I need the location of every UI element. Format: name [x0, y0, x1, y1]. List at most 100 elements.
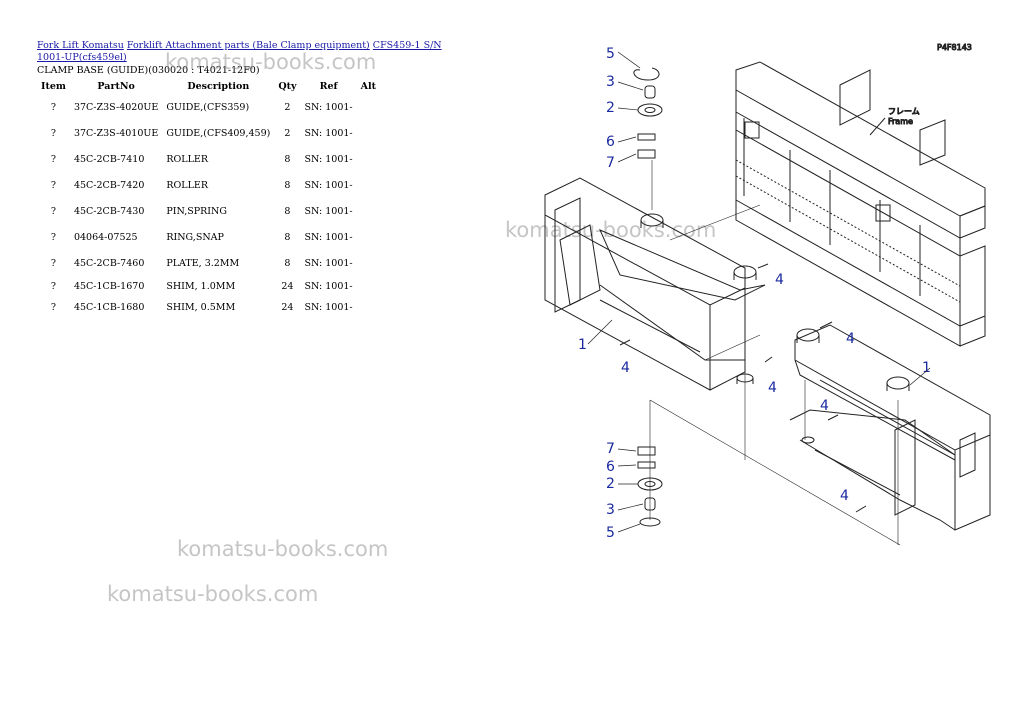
callout-6: 6: [606, 134, 615, 150]
callout-4: 4: [846, 331, 855, 347]
callout-4: 4: [621, 360, 630, 376]
cell-alt: [357, 276, 380, 297]
cell-item: ?: [50, 281, 57, 292]
cell-partno: 45C-2CB-7420: [73, 179, 145, 191]
cell-alt: [357, 297, 380, 318]
cell-description: RING,SNAP: [166, 231, 224, 243]
cell-qty: 8: [284, 257, 291, 269]
cell-description: GUIDE,(CFS359): [166, 101, 250, 113]
callout-4: 4: [775, 272, 784, 288]
cell-item: ?: [50, 179, 57, 191]
column-header-description: Description: [187, 80, 250, 92]
callout-pointers: [587, 51, 931, 533]
parts-table: Item PartNo Description Qty Ref Alt ? 37C…: [37, 78, 380, 318]
cell-qty: 8: [284, 205, 291, 217]
cell-item: ?: [50, 101, 57, 113]
column-header-alt: Alt: [360, 80, 376, 92]
callout-labels: 5 3 2 6 7 4 1 4 4 4 1 4 4 7 6 2 3 5: [578, 46, 931, 541]
table-row: ? 37C-Z3S-4020UE GUIDE,(CFS359) 2 SN: 1001-: [37, 94, 380, 120]
cell-partno: 04064-07525: [73, 231, 138, 243]
callout-7: 7: [606, 155, 615, 171]
table-row: ? 45C-1CB-1680 SHIM, 0.5MM 24 SN: 1001-: [37, 297, 380, 318]
small-parts-upper: [633, 67, 663, 159]
frame-label-en: Frame: [888, 117, 913, 126]
callout-7: 7: [606, 441, 615, 457]
cell-description: SHIM, 0.5MM: [166, 302, 236, 313]
cell-item: ?: [50, 153, 57, 165]
cell-qty: 24: [281, 302, 294, 313]
cell-description: ROLLER: [166, 179, 208, 191]
cell-partno: 45C-2CB-7430: [73, 205, 145, 217]
cell-ref: SN: 1001-: [304, 101, 353, 113]
cell-qty: 24: [281, 281, 294, 292]
cell-description: PLATE, 3.2MM: [166, 257, 240, 269]
table-row: ? 37C-Z3S-4010UE GUIDE,(CFS409,459) 2 SN: 10…: [37, 120, 380, 146]
clamp-base-lower: [789, 324, 991, 531]
frame-label-jp: フレーム: [888, 107, 920, 116]
cell-alt: [357, 250, 380, 276]
cell-partno: 37C-Z3S-4010UE: [73, 127, 159, 139]
table-row: ? 04064-07525 RING,SNAP 8 SN: 1001-: [37, 224, 380, 250]
callout-4: 4: [820, 398, 829, 414]
cell-alt: [357, 172, 380, 198]
watermark-text: komatsu-books.com: [177, 537, 389, 561]
leader-lines: [649, 160, 901, 546]
cell-ref: SN: 1001-: [304, 302, 353, 313]
cell-item: ?: [50, 127, 57, 139]
callout-1: 1: [578, 337, 587, 353]
cell-ref: SN: 1001-: [304, 231, 353, 243]
cell-qty: 2: [284, 101, 291, 113]
cell-description: SHIM, 1.0MM: [166, 281, 236, 292]
cell-qty: 8: [284, 231, 291, 243]
cell-description: GUIDE,(CFS409,459): [166, 127, 271, 139]
callout-2: 2: [606, 476, 615, 492]
callout-1: 1: [922, 360, 931, 376]
callout-5: 5: [606, 46, 615, 62]
cell-partno: 45C-1CB-1670: [73, 281, 145, 292]
table-row: ? 45C-2CB-7410 ROLLER 8 SN: 1001-: [37, 146, 380, 172]
callout-4: 4: [840, 488, 849, 504]
column-header-ref: Ref: [319, 80, 338, 92]
callout-2: 2: [606, 100, 615, 116]
breadcrumb-link-attachment-parts[interactable]: Forklift Attachment parts (Bale Clamp eq…: [126, 40, 370, 51]
breadcrumb-link-model[interactable]: CFS459-1 S/N 1001-UP(cfs459el): [37, 40, 442, 63]
cell-qty: 2: [284, 127, 291, 139]
cell-ref: SN: 1001-: [304, 127, 353, 139]
table-row: ? 45C-2CB-7460 PLATE, 3.2MM 8 SN: 1001-: [37, 250, 380, 276]
page-title: CLAMP BASE (GUIDE)(030020 : T4021-12F0): [37, 65, 260, 76]
cell-qty: 8: [284, 153, 291, 165]
cell-alt: [357, 146, 380, 172]
callout-3: 3: [606, 502, 615, 518]
cell-alt: [357, 224, 380, 250]
watermark-text: komatsu-books.com: [107, 582, 319, 606]
cell-partno: 45C-2CB-7410: [73, 153, 145, 165]
cell-alt: [357, 120, 380, 146]
cell-item: ?: [50, 302, 57, 313]
diagram-ref-code: P4F8143: [937, 43, 972, 52]
callout-4: 4: [768, 380, 777, 396]
table-header-row: Item PartNo Description Qty Ref Alt: [37, 78, 380, 94]
column-header-partno: PartNo: [97, 80, 135, 92]
cell-partno: 45C-1CB-1680: [73, 302, 145, 313]
cell-alt: [357, 198, 380, 224]
frame-drawing: [735, 61, 986, 347]
breadcrumb-link-fork-lift-komatsu[interactable]: Fork Lift Komatsu: [37, 40, 124, 51]
clamp-base-upper: [544, 177, 766, 391]
callout-6: 6: [606, 459, 615, 475]
cell-item: ?: [50, 231, 57, 243]
cell-qty: 8: [284, 179, 291, 191]
cell-ref: SN: 1001-: [304, 281, 353, 292]
cell-partno: 45C-2CB-7460: [73, 257, 145, 269]
cell-description: ROLLER: [166, 153, 208, 165]
cell-ref: SN: 1001-: [304, 205, 353, 217]
table-row: ? 45C-1CB-1670 SHIM, 1.0MM 24 SN: 1001-: [37, 276, 380, 297]
cell-ref: SN: 1001-: [304, 153, 353, 165]
exploded-parts-diagram: P4F8143 フレーム Frame: [544, 43, 991, 546]
cell-ref: SN: 1001-: [304, 257, 353, 269]
cell-alt: [357, 94, 380, 120]
column-header-item: Item: [41, 80, 66, 92]
cell-item: ?: [50, 257, 57, 269]
cell-partno: 37C-Z3S-4020UE: [73, 101, 159, 113]
